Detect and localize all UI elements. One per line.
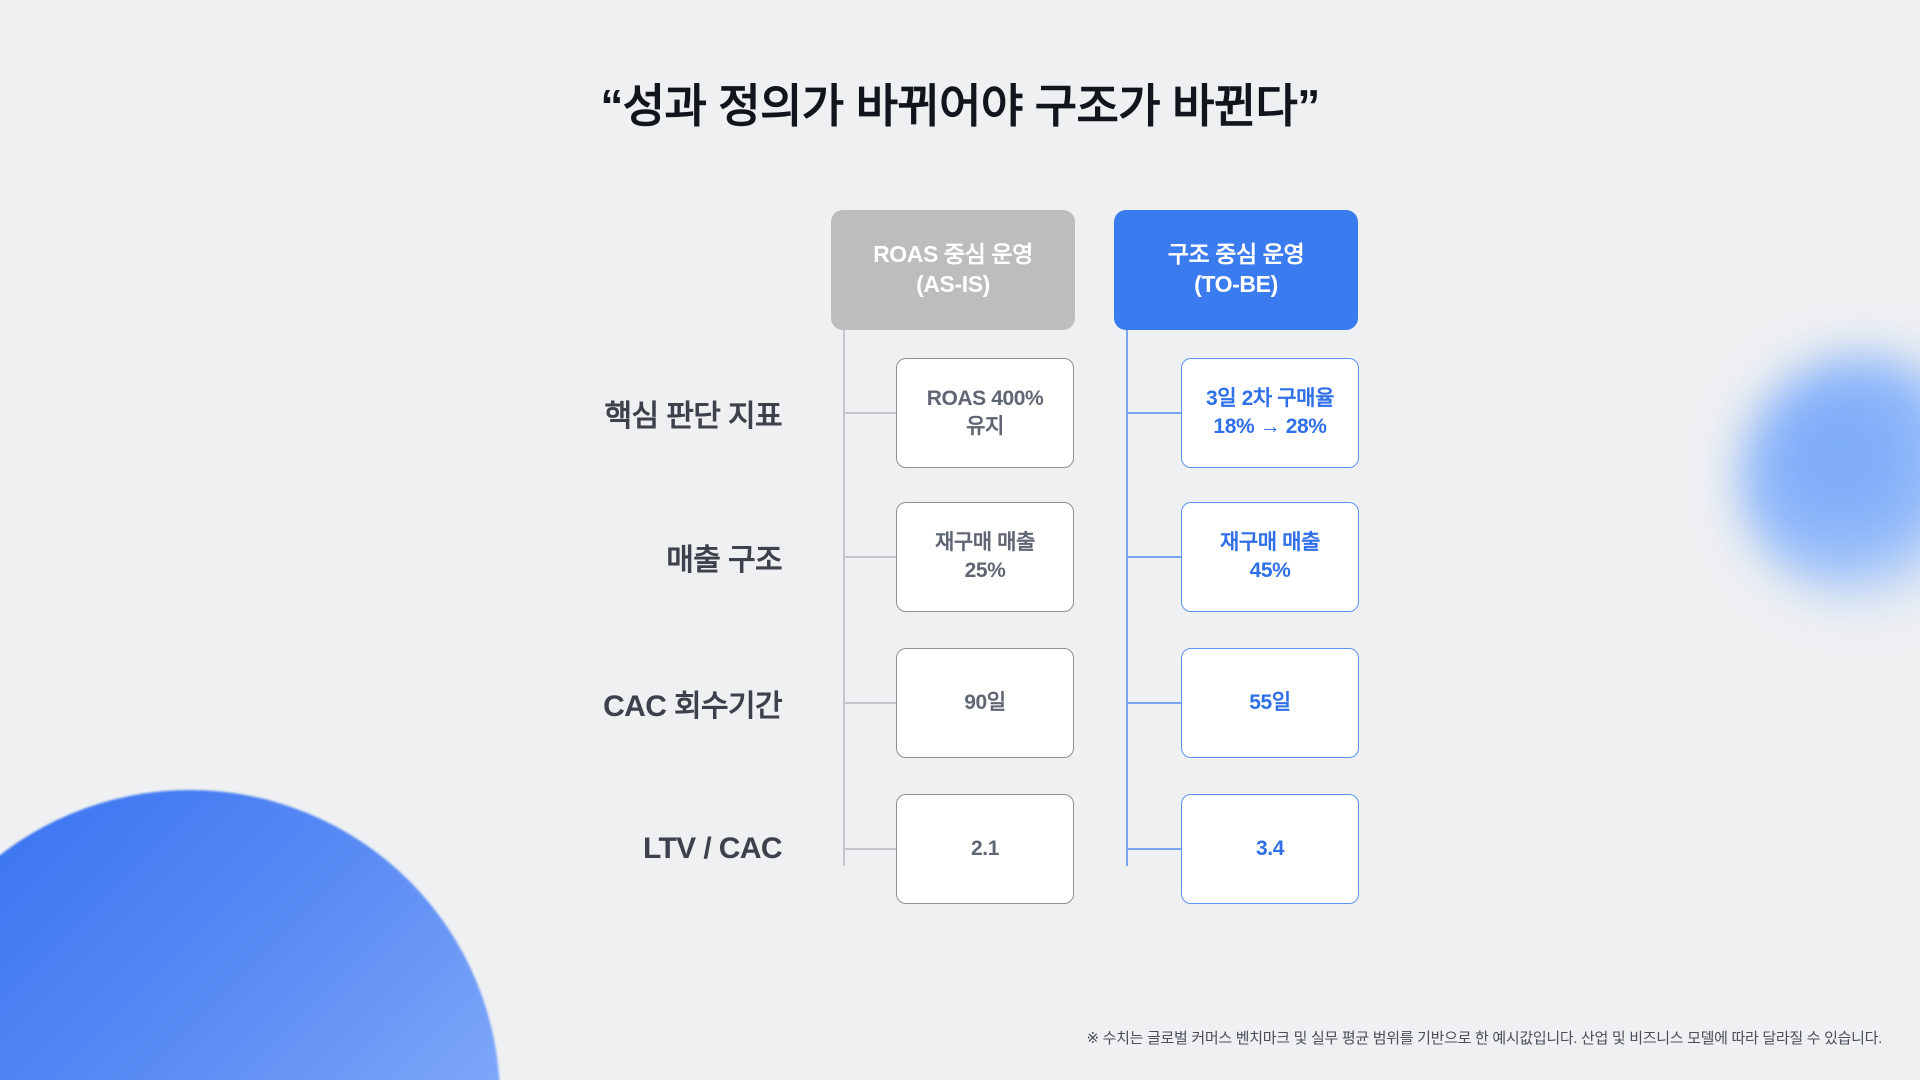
footnote: ※ 수치는 글로벌 커머스 벤치마크 및 실무 평균 범위를 기반으로 한 예시… <box>1086 1030 1883 1047</box>
connector-stub-tobe-3 <box>1126 848 1181 850</box>
column-header-tobe-subtitle: (TO-BE) <box>1194 271 1278 297</box>
connector-trunk-tobe <box>1126 330 1128 866</box>
card-tobe-2-line1: 55일 <box>1249 691 1291 715</box>
table-row: 매출 구조 재구매 매출 25% 재구매 매출 45% <box>0 502 1920 612</box>
column-header-asis: ROAS 중심 운영 (AS-IS) <box>831 210 1075 330</box>
column-header-tobe: 구조 중심 운영 (TO-BE) <box>1114 210 1358 330</box>
card-tobe-3: 3.4 <box>1181 794 1359 904</box>
page-title: “성과 정의가 바뀌어야 구조가 바뀐다” <box>600 80 1320 132</box>
card-asis-2: 90일 <box>896 648 1074 758</box>
card-tobe-1: 재구매 매출 45% <box>1181 502 1359 612</box>
connector-stub-tobe-2 <box>1126 702 1181 704</box>
row-label-2: CAC 회수기간 <box>603 690 783 723</box>
column-header-tobe-title: 구조 중심 운영 <box>1167 241 1305 268</box>
connector-stub-asis-3 <box>843 848 898 850</box>
table-row: CAC 회수기간 90일 55일 <box>0 648 1920 758</box>
card-tobe-0-line1: 3일 2차 구매율 <box>1205 387 1335 411</box>
card-asis-0: ROAS 400% 유지 <box>896 358 1074 468</box>
card-asis-3: 2.1 <box>896 794 1074 904</box>
comparison-diagram: ROAS 중심 운영 (AS-IS) 구조 중심 운영 (TO-BE) 핵심 판… <box>0 196 1920 936</box>
card-tobe-1-line2: 45% <box>1249 559 1291 582</box>
card-tobe-1-line1: 재구매 매출 <box>1219 531 1321 555</box>
table-row: 핵심 판단 지표 ROAS 400% 유지 3일 2차 구매율 18% → 28… <box>0 358 1920 468</box>
card-asis-1-line2: 25% <box>964 559 1006 582</box>
card-asis-1-line1: 재구매 매출 <box>934 531 1036 555</box>
connector-stub-tobe-1 <box>1126 556 1181 558</box>
card-asis-0-line2: 유지 <box>966 415 1004 438</box>
card-tobe-0-line2: 18% → 28% <box>1213 415 1327 438</box>
connector-stub-asis-2 <box>843 702 898 704</box>
card-tobe-2: 55일 <box>1181 648 1359 758</box>
table-row: LTV / CAC 2.1 3.4 <box>0 794 1920 904</box>
card-asis-3-line1: 2.1 <box>971 837 999 861</box>
connector-stub-asis-1 <box>843 556 898 558</box>
card-asis-0-line1: ROAS 400% <box>926 387 1044 411</box>
card-asis-2-line1: 90일 <box>964 691 1006 715</box>
card-tobe-0: 3일 2차 구매율 18% → 28% <box>1181 358 1359 468</box>
column-header-asis-subtitle: (AS-IS) <box>916 271 990 297</box>
row-label-1: 매출 구조 <box>666 544 782 577</box>
connector-trunk-asis <box>843 330 845 866</box>
connector-stub-asis-0 <box>843 412 898 414</box>
card-asis-1: 재구매 매출 25% <box>896 502 1074 612</box>
card-tobe-3-line1: 3.4 <box>1256 837 1284 861</box>
row-label-3: LTV / CAC <box>642 832 783 865</box>
connector-stub-tobe-0 <box>1126 412 1181 414</box>
column-header-asis-title: ROAS 중심 운영 <box>873 241 1033 268</box>
row-label-0: 핵심 판단 지표 <box>604 400 783 433</box>
